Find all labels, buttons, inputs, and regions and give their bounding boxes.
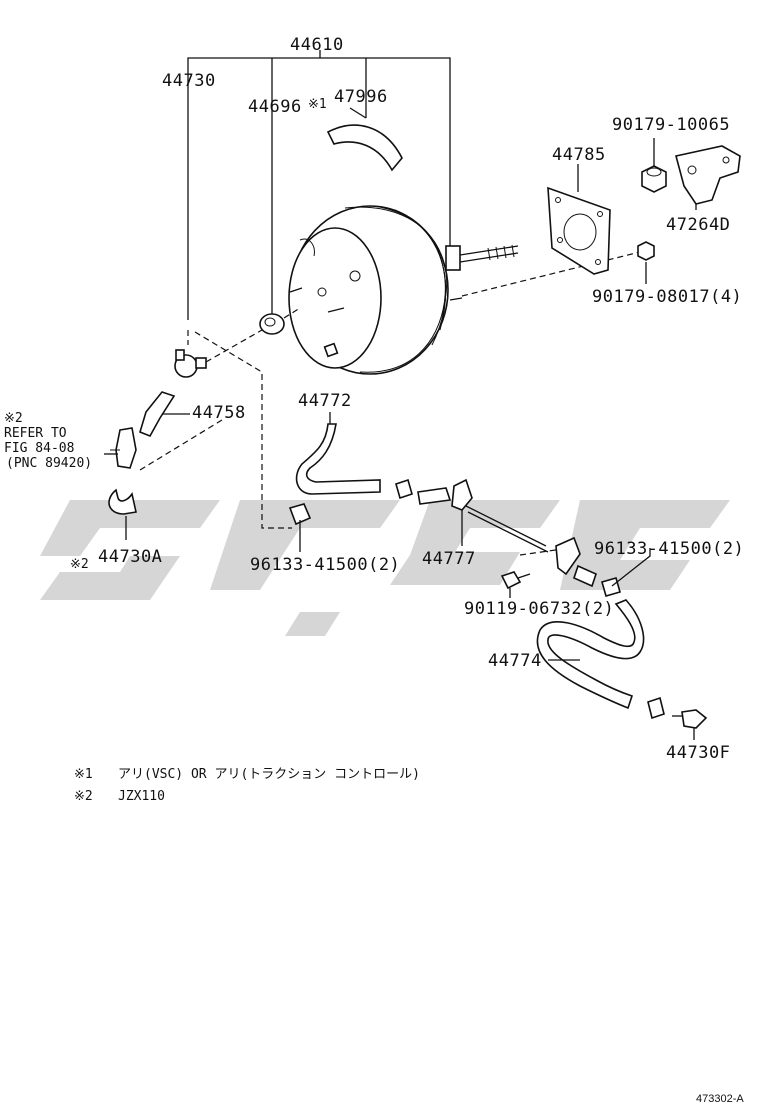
hose-clamp-96133-left bbox=[288, 503, 312, 526]
label-90119-06732: 90119-06732(2) bbox=[464, 599, 614, 619]
label-44696: 44696 bbox=[248, 97, 302, 117]
label-90179-08017: 90179-08017(4) bbox=[592, 287, 742, 307]
refer-line-4: (PNC 89420) bbox=[6, 456, 92, 471]
pipe-44777 bbox=[417, 478, 597, 588]
label-47996-mark: ※1 bbox=[308, 97, 327, 112]
hose-clamp-upper bbox=[395, 478, 413, 500]
label-96133-41500-right: 96133-41500(2) bbox=[594, 539, 744, 559]
footnotes: ※1 アリ(VSC) OR アリ(トラクション コントロール) ※2 JZX11… bbox=[74, 767, 420, 804]
nut-90179-10065 bbox=[641, 165, 667, 193]
label-44730: 44730 bbox=[162, 71, 216, 91]
hose-clamp-96133-right bbox=[601, 577, 621, 597]
part-labels: 44610 44730 44696 ※1 47996 90179-10065 4… bbox=[70, 35, 744, 763]
diagram-reference-code: 473302-A bbox=[696, 1093, 744, 1105]
nut-90179-08017 bbox=[637, 241, 655, 261]
clamp-44758 bbox=[139, 391, 176, 438]
clip-refer-fig-84-08 bbox=[110, 427, 137, 469]
label-44610: 44610 bbox=[290, 35, 344, 55]
refer-note: ※2 REFER TO FIG 84-08 (PNC 89420) bbox=[4, 411, 92, 471]
hose-44772 bbox=[295, 423, 381, 495]
label-47264D: 47264D bbox=[666, 215, 730, 235]
assembly-bracket-44610 bbox=[187, 50, 451, 320]
gasket-44785 bbox=[547, 186, 611, 275]
valve-44730F bbox=[647, 696, 708, 729]
label-44730A: 44730A bbox=[98, 547, 162, 567]
footnote-1-mark: ※1 bbox=[74, 767, 93, 782]
footnote-2-mark: ※2 bbox=[74, 789, 93, 804]
hose-44774 bbox=[536, 599, 645, 710]
footnote-1-text: アリ(VSC) OR アリ(トラクション コントロール) bbox=[118, 767, 420, 782]
label-44774: 44774 bbox=[488, 651, 542, 671]
label-47996: 47996 bbox=[334, 87, 388, 107]
brake-booster-body bbox=[288, 205, 519, 375]
refer-line-1: ※2 bbox=[4, 411, 23, 426]
label-44730A-mark: ※2 bbox=[70, 557, 89, 572]
refer-line-3: FIG 84-08 bbox=[4, 441, 74, 456]
leader-lines bbox=[104, 107, 697, 740]
label-44777: 44777 bbox=[422, 549, 476, 569]
grommet-44696 bbox=[259, 313, 285, 335]
label-44785: 44785 bbox=[552, 145, 606, 165]
watermark-logo bbox=[40, 500, 730, 636]
assembly-dash-lines bbox=[139, 251, 641, 556]
bracket-47264D bbox=[675, 145, 741, 205]
refer-line-2: REFER TO bbox=[4, 426, 67, 441]
hose-44730A bbox=[108, 488, 137, 515]
label-44730F: 44730F bbox=[666, 743, 730, 763]
check-valve-44730 bbox=[174, 349, 207, 378]
seal-47996 bbox=[326, 124, 403, 172]
footnote-2-text: JZX110 bbox=[118, 789, 165, 804]
label-44772: 44772 bbox=[298, 391, 352, 411]
label-96133-41500-left: 96133-41500(2) bbox=[250, 555, 400, 575]
label-90179-10065: 90179-10065 bbox=[612, 115, 730, 135]
bolt-90119-06732 bbox=[500, 571, 531, 590]
label-44758: 44758 bbox=[192, 403, 246, 423]
